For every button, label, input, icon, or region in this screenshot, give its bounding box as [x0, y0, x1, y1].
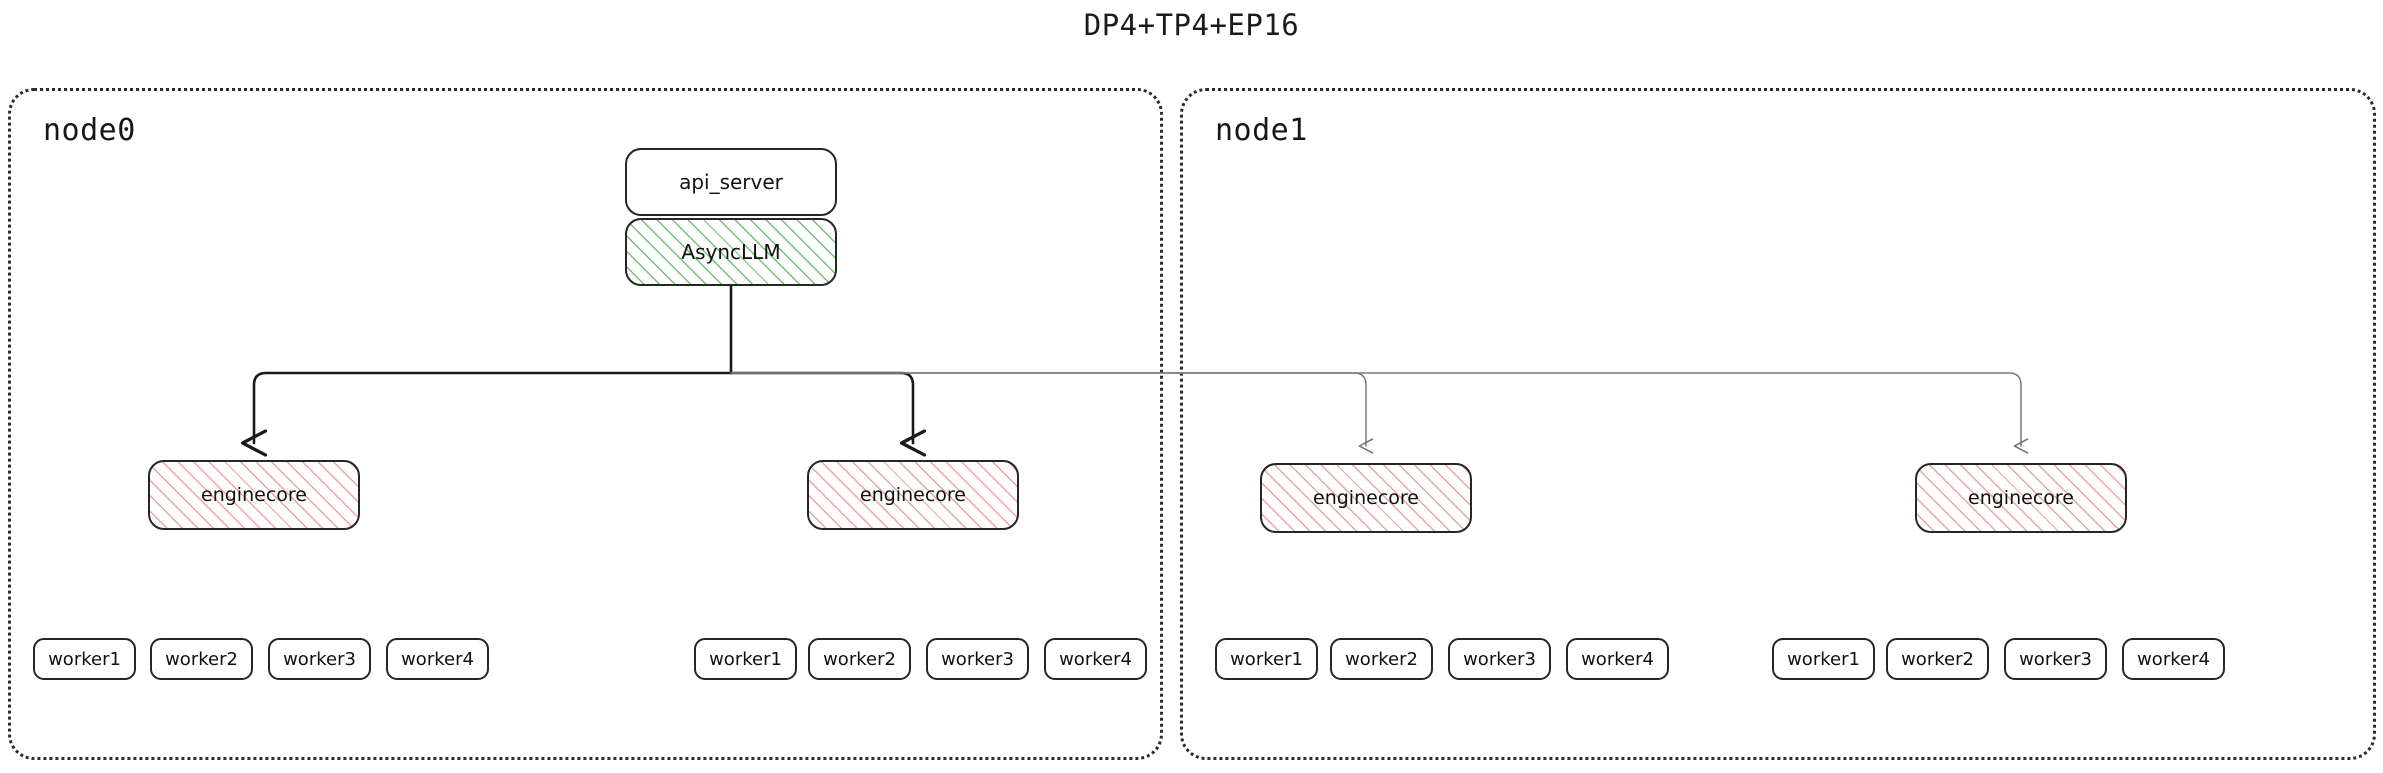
worker-box[interactable]: worker2	[1886, 638, 1989, 680]
worker-box[interactable]: worker4	[1044, 638, 1147, 680]
worker-box[interactable]: worker1	[1215, 638, 1318, 680]
async-llm-box[interactable]: AsyncLLM	[625, 218, 837, 286]
api-server-label: api_server	[679, 170, 783, 194]
worker-label: worker1	[1230, 648, 1303, 670]
worker-label: worker3	[283, 648, 356, 670]
worker-box[interactable]: worker1	[33, 638, 136, 680]
worker-box[interactable]: worker1	[694, 638, 797, 680]
worker-box[interactable]: worker2	[150, 638, 253, 680]
worker-box[interactable]: worker2	[808, 638, 911, 680]
worker-label: worker1	[709, 648, 782, 670]
page-title: DP4+TP4+EP16	[1083, 8, 1300, 42]
worker-box[interactable]: worker3	[1448, 638, 1551, 680]
enginecore-box-n0-0[interactable]: enginecore	[148, 460, 360, 530]
enginecore-box-n1-0[interactable]: enginecore	[1260, 463, 1472, 533]
worker-box[interactable]: worker3	[926, 638, 1029, 680]
worker-box[interactable]: worker4	[1566, 638, 1669, 680]
enginecore-box-n1-1[interactable]: enginecore	[1915, 463, 2127, 533]
worker-box[interactable]: worker3	[2004, 638, 2107, 680]
enginecore-label: enginecore	[1968, 487, 2074, 509]
worker-label: worker4	[401, 648, 474, 670]
worker-label: worker4	[1059, 648, 1132, 670]
worker-label: worker3	[1463, 648, 1536, 670]
node-label-node1: node1	[1215, 113, 1308, 148]
enginecore-label: enginecore	[201, 484, 307, 506]
worker-label: worker3	[941, 648, 1014, 670]
worker-box[interactable]: worker4	[2122, 638, 2225, 680]
enginecore-label: enginecore	[860, 484, 966, 506]
worker-label: worker4	[2137, 648, 2210, 670]
worker-label: worker2	[165, 648, 238, 670]
worker-box[interactable]: worker3	[268, 638, 371, 680]
node-label-node0: node0	[43, 113, 136, 148]
async-llm-label: AsyncLLM	[681, 240, 781, 264]
worker-label: worker1	[1787, 648, 1860, 670]
worker-label: worker1	[48, 648, 121, 670]
worker-box[interactable]: worker1	[1772, 638, 1875, 680]
worker-box[interactable]: worker2	[1330, 638, 1433, 680]
worker-label: worker2	[823, 648, 896, 670]
worker-label: worker4	[1581, 648, 1654, 670]
worker-label: worker2	[1901, 648, 1974, 670]
worker-box[interactable]: worker4	[386, 638, 489, 680]
api-server-box[interactable]: api_server	[625, 148, 837, 216]
worker-label: worker3	[2019, 648, 2092, 670]
enginecore-label: enginecore	[1313, 487, 1419, 509]
worker-label: worker2	[1345, 648, 1418, 670]
enginecore-box-n0-1[interactable]: enginecore	[807, 460, 1019, 530]
